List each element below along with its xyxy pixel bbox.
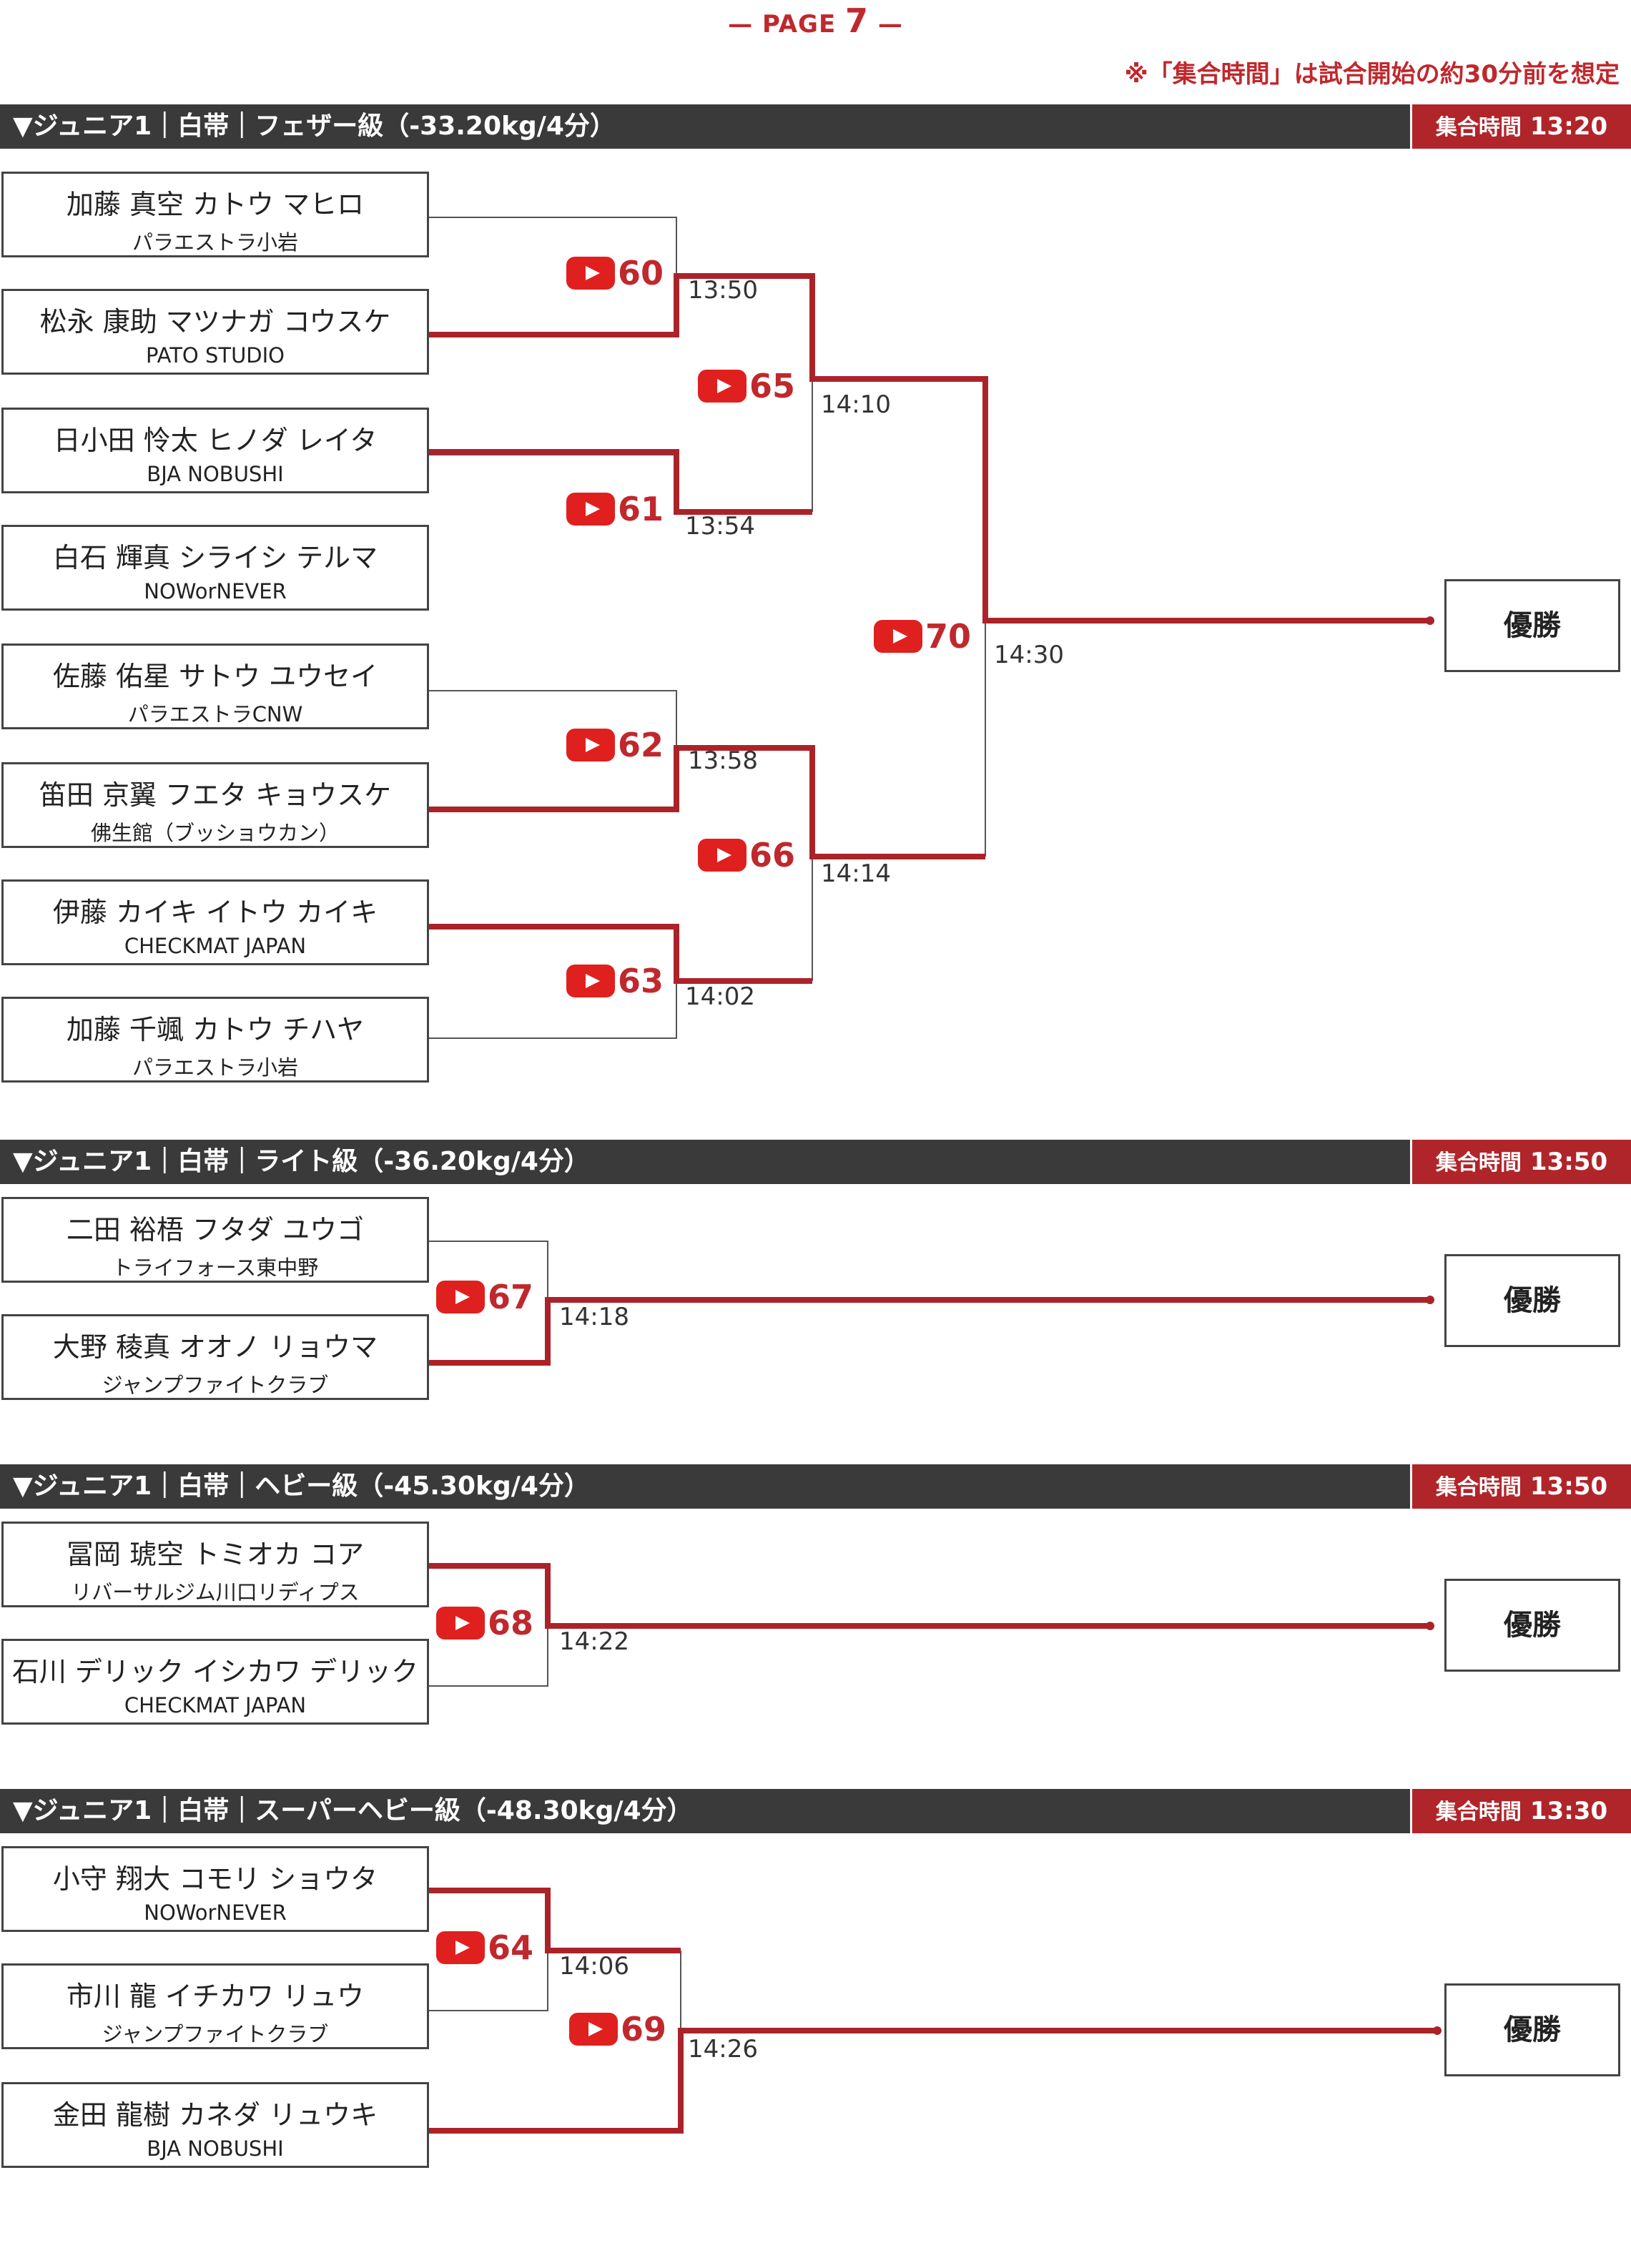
bracket-lines bbox=[429, 217, 1434, 1039]
bracket-lines bbox=[429, 1888, 1442, 2134]
match-number: 65 bbox=[749, 367, 796, 405]
section-title: ▼ジュニア1｜白帯｜スーパーヘビー級（-48.30kg/4分） bbox=[0, 1789, 1410, 1833]
youtube-play-icon[interactable] bbox=[569, 2013, 618, 2046]
match-number: 69 bbox=[621, 2010, 667, 2048]
match-link[interactable]: 65 bbox=[698, 369, 795, 403]
page-title: — PAGE 7 — bbox=[728, 1, 903, 40]
assembly-note: ※「集合時間」は試合開始の約30分前を想定 bbox=[1124, 60, 1620, 89]
match-time: 14:10 bbox=[821, 390, 891, 419]
youtube-play-icon[interactable] bbox=[566, 965, 615, 997]
match-number: 63 bbox=[618, 962, 664, 1000]
match-number: 67 bbox=[488, 1278, 534, 1316]
match-number: 66 bbox=[749, 836, 796, 874]
match-time: 13:54 bbox=[685, 512, 755, 541]
bracket-lines bbox=[429, 1563, 1434, 1687]
match-time: 14:18 bbox=[559, 1303, 629, 1331]
match-link[interactable]: 68 bbox=[436, 1606, 533, 1640]
player-slot: 市川 龍 イチカワ リュウジャンプファイトクラブ bbox=[1, 1963, 429, 2049]
player-slot: 二田 裕梧 フタダ ユウゴトライフォース東中野 bbox=[1, 1197, 429, 1283]
match-time: 14:06 bbox=[559, 1952, 629, 1981]
match-time: 14:22 bbox=[559, 1627, 629, 1656]
player-slot: 佐藤 佑星 サトウ ユウセイパラエストラCNW bbox=[1, 644, 429, 729]
champion-box: 優勝 bbox=[1444, 579, 1620, 672]
section-title: ▼ジュニア1｜白帯｜ライト級（-36.20kg/4分） bbox=[0, 1140, 1410, 1184]
player-slot: 加藤 千颯 カトウ チハヤパラエストラ小岩 bbox=[1, 997, 429, 1083]
match-link[interactable]: 62 bbox=[566, 728, 664, 762]
player-slot: 冨岡 琥空 トミオカ コアリバーサルジム川口リディプス bbox=[1, 1522, 429, 1607]
youtube-play-icon[interactable] bbox=[566, 493, 615, 526]
match-link[interactable]: 60 bbox=[566, 256, 664, 290]
match-time: 14:26 bbox=[688, 2035, 758, 2064]
youtube-play-icon[interactable] bbox=[436, 1931, 485, 1964]
match-number: 62 bbox=[618, 726, 664, 764]
champion-box: 優勝 bbox=[1444, 1254, 1620, 1347]
match-number: 64 bbox=[488, 1928, 534, 1967]
match-time: 14:14 bbox=[821, 859, 891, 888]
player-slot: 笛田 京翼 フエタ キョウスケ佛生館（ブッショウカン） bbox=[1, 762, 429, 848]
match-link[interactable]: 61 bbox=[566, 492, 664, 526]
player-slot: 大野 稜真 オオノ リョウマジャンプファイトクラブ bbox=[1, 1314, 429, 1400]
match-time: 13:58 bbox=[688, 746, 758, 775]
match-link[interactable]: 70 bbox=[874, 619, 971, 654]
match-link[interactable]: 64 bbox=[436, 1931, 533, 1965]
section-title: ▼ジュニア1｜白帯｜フェザー級（-33.20kg/4分） bbox=[0, 104, 1410, 149]
match-number: 70 bbox=[925, 617, 972, 656]
youtube-play-icon[interactable] bbox=[698, 370, 746, 403]
match-number: 60 bbox=[618, 254, 664, 292]
youtube-play-icon[interactable] bbox=[566, 729, 615, 761]
youtube-play-icon[interactable] bbox=[698, 839, 746, 872]
match-link[interactable]: 67 bbox=[436, 1280, 533, 1314]
youtube-play-icon[interactable] bbox=[436, 1607, 485, 1640]
youtube-play-icon[interactable] bbox=[566, 257, 615, 290]
youtube-play-icon[interactable] bbox=[874, 620, 922, 653]
match-number: 61 bbox=[618, 490, 664, 528]
match-link[interactable]: 69 bbox=[569, 2012, 666, 2046]
player-slot: 加藤 真空 カトウ マヒロパラエストラ小岩 bbox=[1, 172, 429, 257]
bracket-lines bbox=[429, 1241, 1434, 1366]
match-time: 14:30 bbox=[994, 641, 1064, 669]
youtube-play-icon[interactable] bbox=[436, 1281, 485, 1313]
champion-box: 優勝 bbox=[1444, 1579, 1620, 1672]
match-link[interactable]: 63 bbox=[566, 964, 664, 998]
match-time: 14:02 bbox=[685, 982, 755, 1011]
match-number: 68 bbox=[488, 1604, 534, 1642]
match-link[interactable]: 66 bbox=[698, 838, 795, 872]
section-title: ▼ジュニア1｜白帯｜ヘビー級（-45.30kg/4分） bbox=[0, 1464, 1410, 1509]
match-time: 13:50 bbox=[688, 276, 758, 305]
champion-box: 優勝 bbox=[1444, 1983, 1620, 2076]
